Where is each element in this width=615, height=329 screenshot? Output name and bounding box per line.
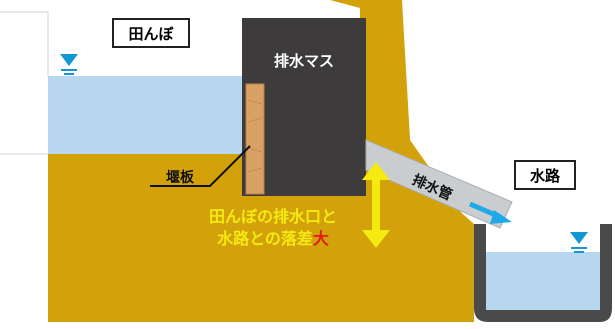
drain-box-label: 排水マス xyxy=(274,52,334,70)
paddy-label: 田んぼ xyxy=(112,18,190,48)
note-line-1: 田んぼの排水口と xyxy=(209,207,337,226)
channel-water xyxy=(486,252,600,310)
weir-grain xyxy=(247,167,263,173)
note-line-2: 水路との落差大 xyxy=(217,229,329,248)
weir-grain xyxy=(247,99,263,105)
channel-label: 水路 xyxy=(514,160,576,190)
weir-label: 堰板 xyxy=(166,169,195,186)
double-arrow-icon xyxy=(362,162,390,248)
weir-grain xyxy=(247,147,263,153)
paddy-water xyxy=(48,76,248,154)
weir-plate xyxy=(245,83,265,195)
weir-grain xyxy=(247,117,263,123)
note-emphasis: 大 xyxy=(313,229,329,248)
flow-arrow-head xyxy=(490,210,512,224)
channel-walls xyxy=(474,224,612,322)
water-level-icon xyxy=(570,232,588,253)
note-line-2-main: 水路との落差 xyxy=(217,229,313,248)
water-level-icon xyxy=(60,54,78,75)
weir-leader xyxy=(150,145,251,187)
